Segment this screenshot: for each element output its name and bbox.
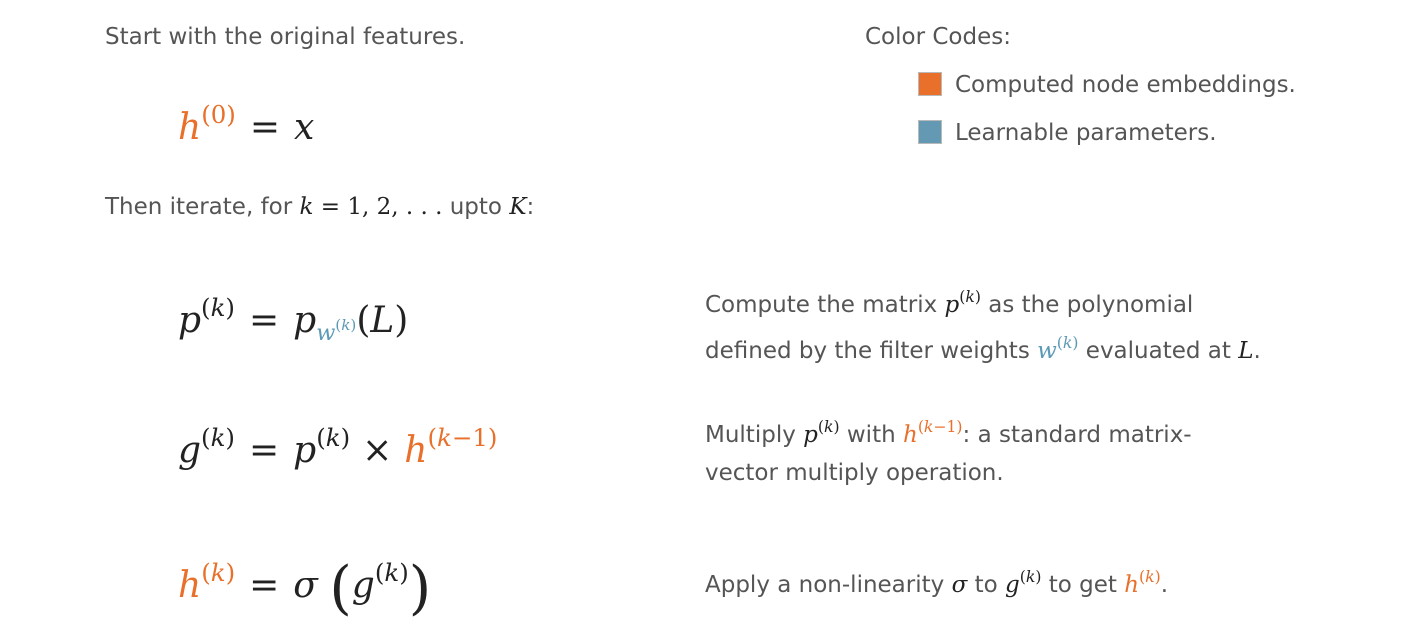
legend-swatch-embeddings bbox=[918, 72, 942, 96]
iterate-prefix: Then iterate, for bbox=[105, 194, 300, 220]
note-g-line2: vector multiply operation. bbox=[705, 460, 1004, 487]
intro-text: Start with the original features. bbox=[105, 24, 466, 50]
note-g: Multiply p(k) with h(k−1): a standard ma… bbox=[705, 408, 1192, 492]
note-p-line1: Compute the matrix p(k) as the polynomia… bbox=[705, 287, 1194, 319]
equation-p: p(k)=pw(k)(L) bbox=[178, 293, 409, 346]
iterate-text: Then iterate, for k = 1, 2, . . . upto K… bbox=[105, 194, 535, 220]
equation-g: g(k)=p(k)×h(k−1) bbox=[178, 423, 498, 471]
note-p: Compute the matrix p(k) as the polynomia… bbox=[705, 278, 1261, 370]
note-p-line2: defined by the filter weights w(k) evalu… bbox=[705, 333, 1261, 365]
equation-h: h(k)=σ (g(k)) bbox=[178, 554, 432, 622]
iterate-suffix: : bbox=[526, 194, 535, 220]
legend-label-parameters: Learnable parameters. bbox=[955, 120, 1217, 146]
legend-swatch-parameters bbox=[918, 120, 942, 144]
note-g-line1: Multiply p(k) with h(k−1): a standard ma… bbox=[705, 417, 1192, 449]
note-h: Apply a non-linearity σ to g(k) to get h… bbox=[705, 567, 1169, 599]
equation-h0: h(0)=x bbox=[178, 100, 315, 148]
legend-title: Color Codes: bbox=[865, 24, 1011, 50]
legend-label-embeddings: Computed node embeddings. bbox=[955, 72, 1296, 98]
iterate-mid: upto bbox=[442, 194, 510, 220]
